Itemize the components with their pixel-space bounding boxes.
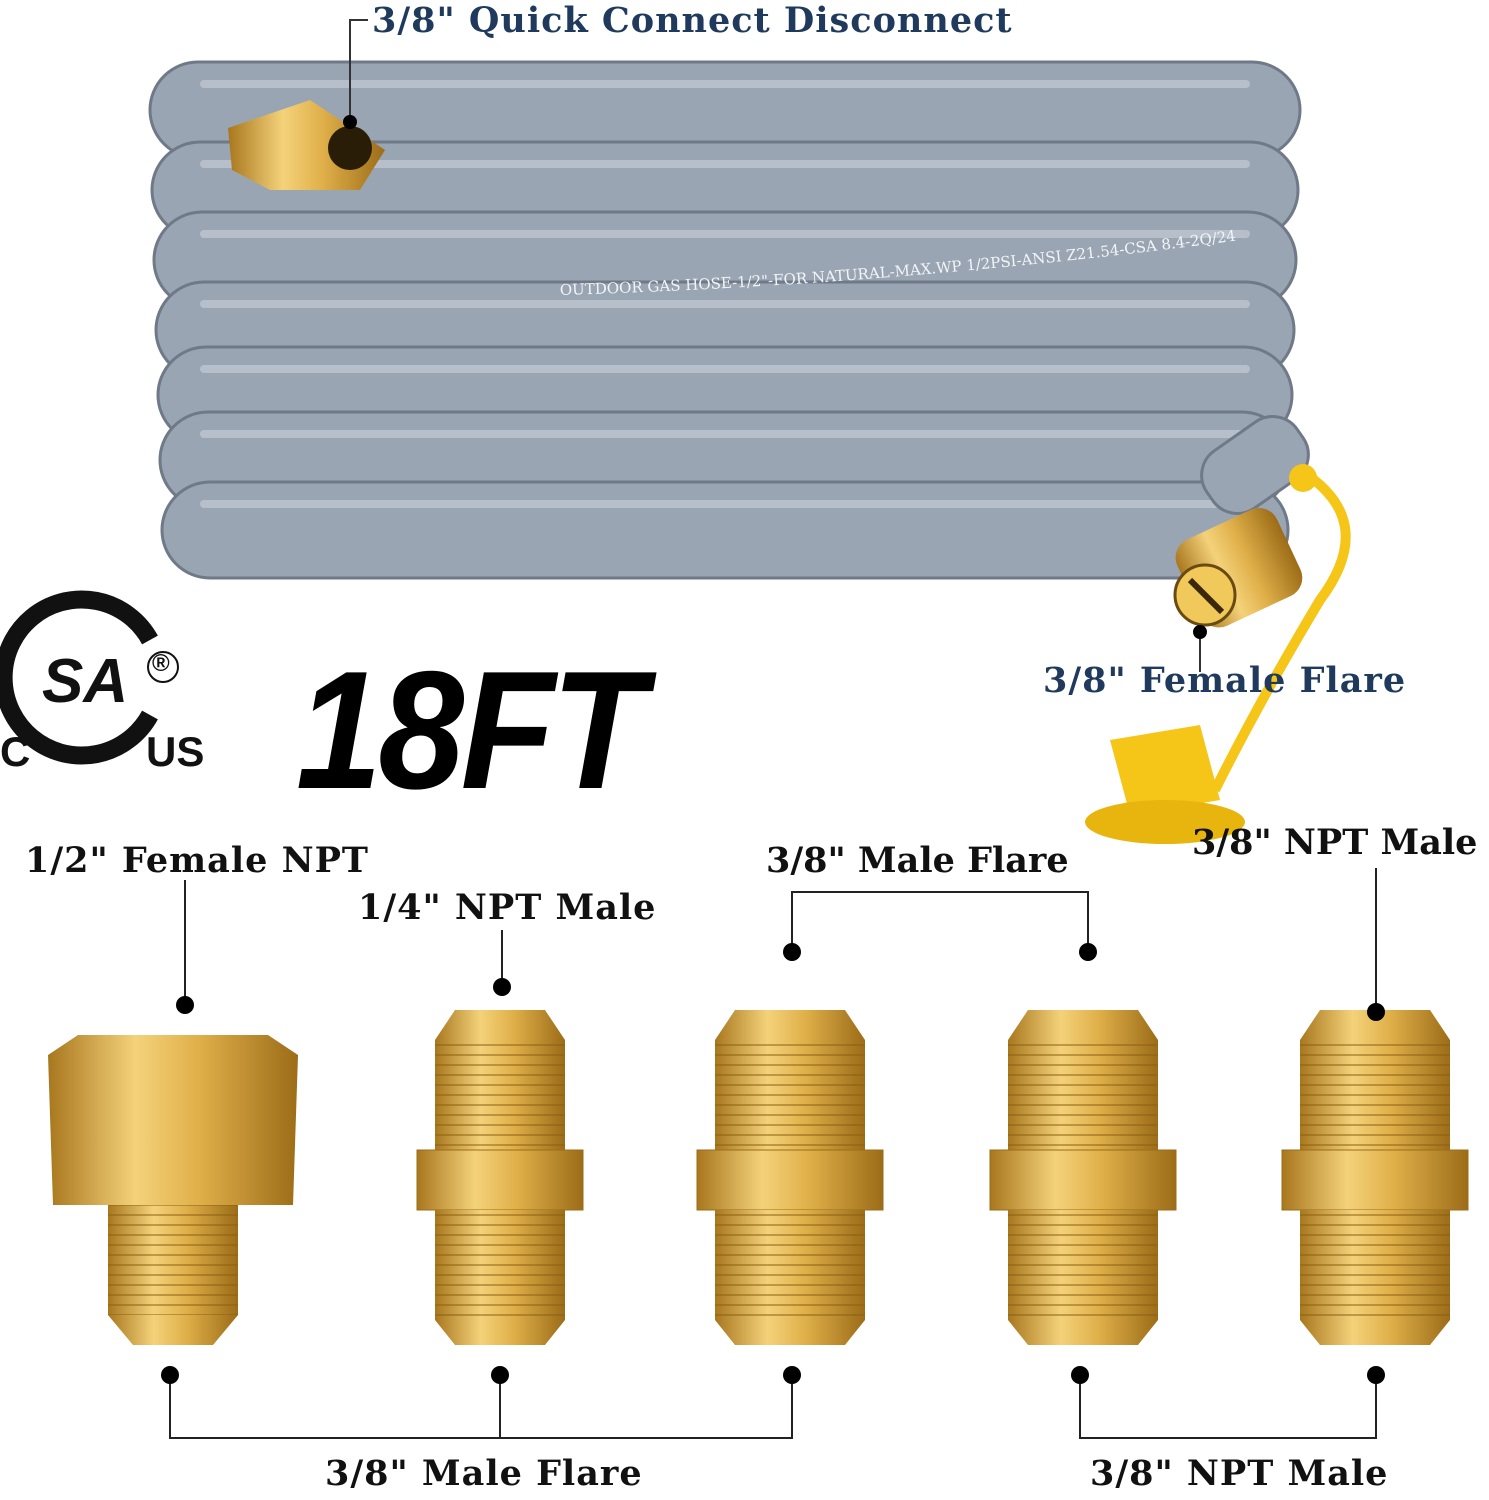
brass-fitting-2 — [416, 1010, 584, 1345]
hose-highlight — [200, 80, 1250, 88]
brass-fitting-5 — [1281, 1010, 1469, 1345]
hose-highlight — [200, 160, 1250, 168]
leader-dot — [493, 978, 511, 996]
leader-dot — [783, 943, 801, 961]
csa-us: US — [146, 728, 205, 775]
label-fitting-2: 1/4" NPT Male — [358, 887, 657, 928]
leader-dots — [161, 943, 1385, 1384]
label-fitting-3-4: 3/8" Male Flare — [766, 840, 1069, 881]
female-flare-fitting — [1173, 508, 1303, 672]
leader-dot — [161, 1366, 179, 1384]
brass-fitting-4 — [989, 1010, 1177, 1345]
leader-dot — [1367, 1003, 1385, 1021]
hose-highlight — [200, 300, 1250, 308]
leader-dot — [491, 1366, 509, 1384]
hose-highlight — [200, 430, 1250, 438]
csa-registered: ® — [152, 650, 170, 677]
hose-highlight — [200, 230, 1250, 238]
csa-c: C — [0, 728, 31, 775]
dust-cap — [1085, 464, 1351, 844]
hose-coil-band — [160, 480, 1290, 580]
leader-dot — [1367, 1366, 1385, 1384]
leader-dot — [783, 1366, 801, 1384]
hose-length: 18FT — [296, 636, 646, 824]
leader-lines — [169, 868, 1377, 1439]
quick-connect-fitting — [228, 100, 385, 190]
csa-logo-letters: SA — [42, 647, 128, 716]
label-fitting-5: 3/8" NPT Male — [1192, 822, 1478, 863]
leader-dot — [176, 996, 194, 1014]
label-female-flare: 3/8" Female Flare — [1043, 660, 1407, 701]
csa-logo: SA — [0, 590, 179, 765]
quick-connect-leader — [343, 19, 368, 129]
hose-highlight — [200, 500, 1250, 508]
brass-fitting-3 — [696, 1010, 884, 1345]
label-quick-connect: 3/8" Quick Connect Disconnect — [372, 0, 1013, 41]
hose-tail — [1200, 415, 1310, 515]
leader-dot — [1071, 1366, 1089, 1384]
hose-highlight — [200, 365, 1250, 373]
hose-coil — [148, 60, 1310, 580]
label-fitting-1: 1/2" Female NPT — [25, 840, 369, 881]
brass-fitting-1 — [48, 1035, 298, 1345]
leader-dot — [1079, 943, 1097, 961]
label-bottom-left: 3/8" Male Flare — [325, 1453, 643, 1494]
label-bottom-right: 3/8" NPT Male — [1090, 1453, 1389, 1494]
